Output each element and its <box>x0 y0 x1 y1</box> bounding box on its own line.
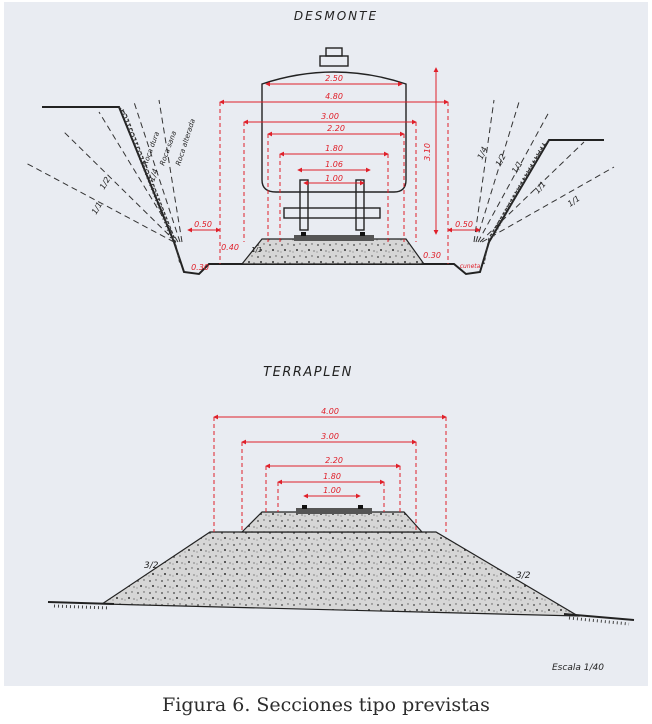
left-slope-lines <box>23 99 183 243</box>
cut-dim-0-30-right: 0.30 <box>423 251 441 260</box>
embankment-rail-right <box>358 505 363 509</box>
cut-dim-2-20: 2.20 <box>327 124 345 133</box>
cut-rail-right <box>360 232 365 236</box>
slope-label-right-5: 1/1 <box>566 194 582 209</box>
cut-height-3-10: 3.10 <box>423 143 432 161</box>
right-slope-lines <box>473 99 615 243</box>
technical-drawing: DESMONTE 1/1 1/2 1/4 Roca dura Roca sana… <box>4 2 648 686</box>
ground-line <box>47 601 635 621</box>
figure-caption: Figura 6. Secciones tipo previstas <box>162 694 490 716</box>
cut-dim-0-40: 0.40 <box>221 243 239 252</box>
cut-dimension-lines <box>187 67 481 264</box>
slope-label-left-6: Roca alterada <box>174 118 197 167</box>
slope-label-left-4: Roca dura <box>141 131 161 167</box>
fill-dim-4-00: 4.00 <box>321 407 339 416</box>
terraplen-slope-left: 3/2 <box>144 561 159 571</box>
fill-dim-1-80: 1.80 <box>323 472 341 481</box>
cut-dim-1-06: 1.06 <box>325 160 343 169</box>
embankment-sleeper <box>296 508 372 514</box>
cut-ballast <box>240 238 426 265</box>
cut-dim-3-00: 3.00 <box>321 112 339 121</box>
cuneta-label: cuneta <box>460 263 481 270</box>
desmonte-title: DESMONTE <box>294 9 378 23</box>
fill-dimension-lines <box>213 414 447 532</box>
train-gauge-outline <box>261 47 407 231</box>
fill-dim-2-20: 2.20 <box>325 456 343 465</box>
section-drawing-svg: DESMONTE 1/1 1/2 1/4 Roca dura Roca sana… <box>23 9 635 673</box>
slope-label-right-4: 1/1 <box>533 180 548 196</box>
cut-dim-1-00: 1.00 <box>325 174 343 183</box>
cut-dim-0-50-right: 0.50 <box>455 220 473 229</box>
embankment-rail-left <box>302 505 307 509</box>
terraplen-slope-right: 3/2 <box>516 571 531 581</box>
fill-dim-1-00: 1.00 <box>323 486 341 495</box>
scale-label: Escala 1/40 <box>552 663 604 673</box>
fill-dim-3-00: 3.00 <box>321 432 339 441</box>
slope-label-right-2: 1/2 <box>494 152 508 168</box>
cut-ballast-slope: 1/1 <box>251 246 262 254</box>
cut-dim-2-50: 2.50 <box>325 74 343 83</box>
cut-dim-4-80: 4.80 <box>325 92 343 101</box>
slope-label-left-1: 1/1 <box>90 200 104 216</box>
terraplen-title: TERRAPLEN <box>263 365 353 380</box>
cut-rail-left <box>301 232 306 236</box>
cut-dim-0-50-left: 0.50 <box>194 220 212 229</box>
embankment-ballast <box>240 511 424 533</box>
cut-dim-1-80: 1.80 <box>325 144 343 153</box>
embankment-body <box>100 531 581 617</box>
cut-dim-0-30-left: 0.30 <box>191 263 209 272</box>
slope-label-left-3: 1/4 <box>147 168 160 183</box>
cut-sleeper <box>294 235 374 241</box>
